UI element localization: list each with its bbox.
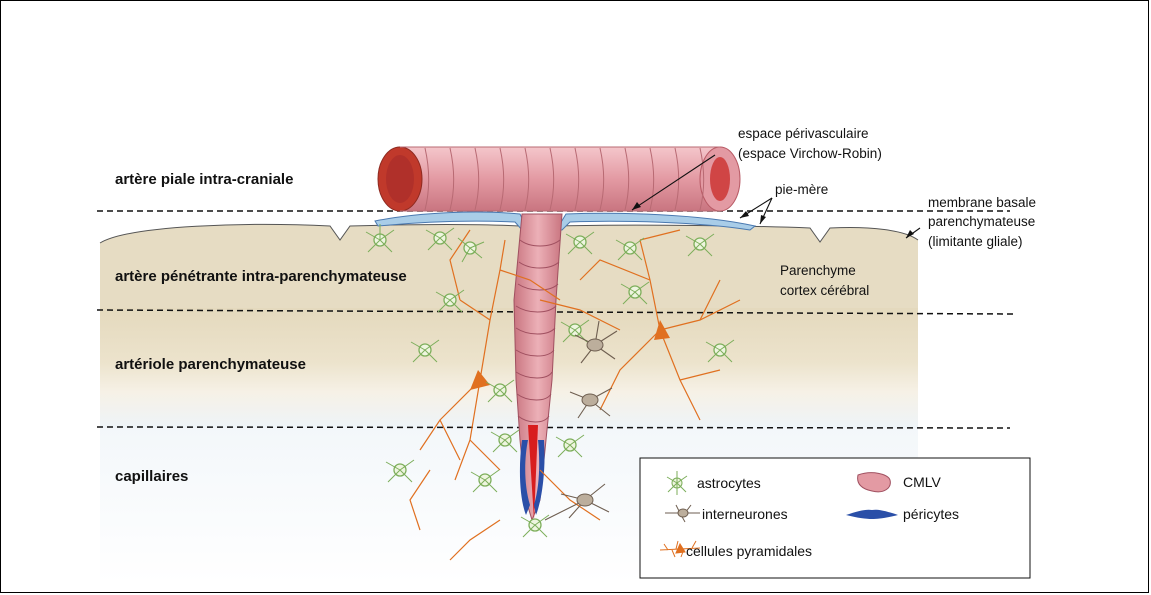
legend-astrocytes: astrocytes <box>697 475 761 491</box>
perivascular-label-1: espace périvasculaire <box>738 126 869 141</box>
basement-label-1: membrane basale <box>928 195 1036 210</box>
parenchyma-label-2: cortex cérébral <box>780 283 869 298</box>
pial-artery <box>378 147 740 211</box>
legend-smc: CMLV <box>903 474 942 490</box>
legend-interneurons: interneurones <box>702 506 788 522</box>
legend-pericytes: péricytes <box>903 506 959 522</box>
basement-label-3: (limitante gliale) <box>928 234 1023 249</box>
parenchyma-label-1: Parenchyme <box>780 263 856 278</box>
legend-pyramidal: cellules pyramidales <box>686 543 812 559</box>
zone-label-penetrating-artery: artère pénétrante intra-parenchymateuse <box>115 268 407 285</box>
zone-label-capillaries: capillaires <box>115 468 188 485</box>
zone-label-pial-artery: artère piale intra-craniale <box>115 171 293 188</box>
basement-label-2: parenchymateuse <box>928 214 1035 229</box>
zone-label-arteriole: artériole parenchymateuse <box>115 356 306 373</box>
perivascular-label-2: (espace Virchow-Robin) <box>738 146 882 161</box>
legend: astrocytes interneurones cellules pyrami… <box>640 458 1030 578</box>
pia-mater-label: pie-mère <box>775 182 828 197</box>
